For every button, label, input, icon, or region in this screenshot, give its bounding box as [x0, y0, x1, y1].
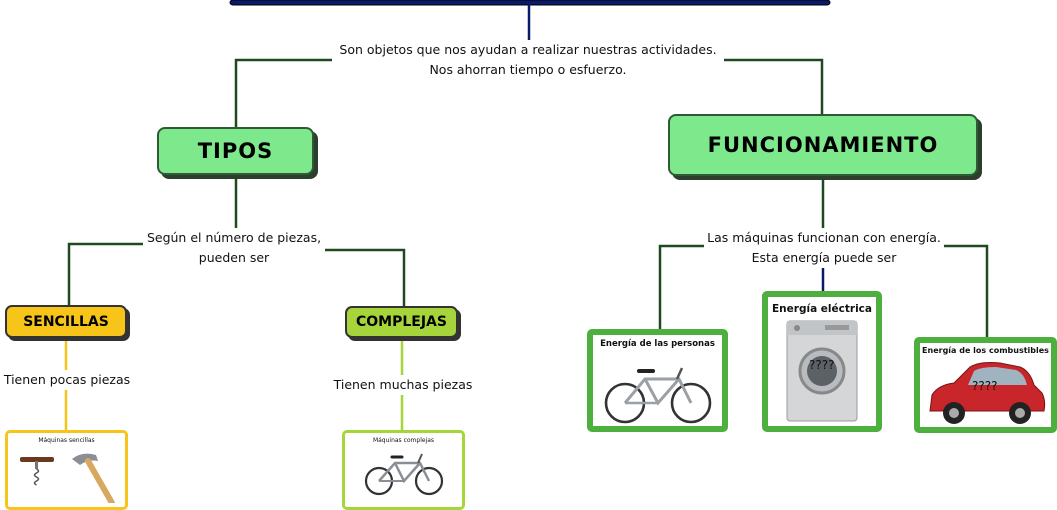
car-icon: [929, 362, 1046, 424]
complejas-label: COMPLEJAS: [356, 314, 447, 330]
tipos-node[interactable]: TIPOS: [157, 127, 314, 175]
energia-combustibles-card: Energía de los combustibles ????: [914, 337, 1057, 433]
sencillas-description: Tienen pocas piezas: [0, 370, 134, 390]
sencillas-image-card: Máquinas sencillas: [5, 430, 128, 510]
tipos-branch-line-2: pueden ser: [198, 250, 270, 265]
intro-text: Son objetos que nos ayudan a realizar nu…: [332, 40, 724, 80]
tipos-branch-text: Según el número de piezas, pueden ser: [143, 228, 325, 268]
funcionamiento-node[interactable]: FUNCIONAMIENTO: [668, 114, 978, 176]
complejas-node[interactable]: COMPLEJAS: [345, 306, 458, 338]
energia-personas-title: Energía de las personas: [600, 339, 715, 349]
energia-personas-card: Energía de las personas: [587, 329, 728, 432]
sencillas-card-title: Máquinas sencillas: [38, 437, 95, 444]
funcionamiento-branch-text: Las máquinas funcionan con energía. Esta…: [704, 228, 944, 268]
sencillas-node[interactable]: SENCILLAS: [5, 305, 127, 338]
washing-machine-icon: [786, 320, 858, 422]
corkscrew-hammer-icon: [20, 453, 115, 503]
intro-line-2: Nos ahorran tiempo o esfuerzo.: [429, 62, 627, 77]
tipos-label: TIPOS: [197, 139, 274, 163]
intro-line-1: Son objetos que nos ayudan a realizar nu…: [339, 42, 717, 57]
bicycle-icon: [364, 453, 444, 496]
funcionamiento-branch-line-1: Las máquinas funcionan con energía.: [707, 230, 941, 245]
bicycle-icon: [604, 367, 712, 424]
sencillas-label: SENCILLAS: [23, 313, 109, 330]
energia-electrica-card: Energía eléctrica ????: [762, 291, 882, 432]
energia-combustibles-annotation: ????: [972, 379, 998, 393]
complejas-description: Tienen muchas piezas: [330, 375, 476, 395]
funcionamiento-branch-line-2: Esta energía puede ser: [751, 250, 897, 265]
complejas-card-title: Máquinas complejas: [372, 437, 435, 444]
energia-electrica-title: Energía eléctrica: [772, 303, 872, 315]
funcionamiento-label: FUNCIONAMIENTO: [707, 133, 939, 157]
energia-combustibles-title: Energía de los combustibles: [922, 346, 1049, 355]
complejas-image-card: Máquinas complejas: [342, 430, 465, 510]
energia-electrica-annotation: ????: [809, 358, 835, 372]
tipos-branch-line-1: Según el número de piezas,: [146, 230, 322, 245]
